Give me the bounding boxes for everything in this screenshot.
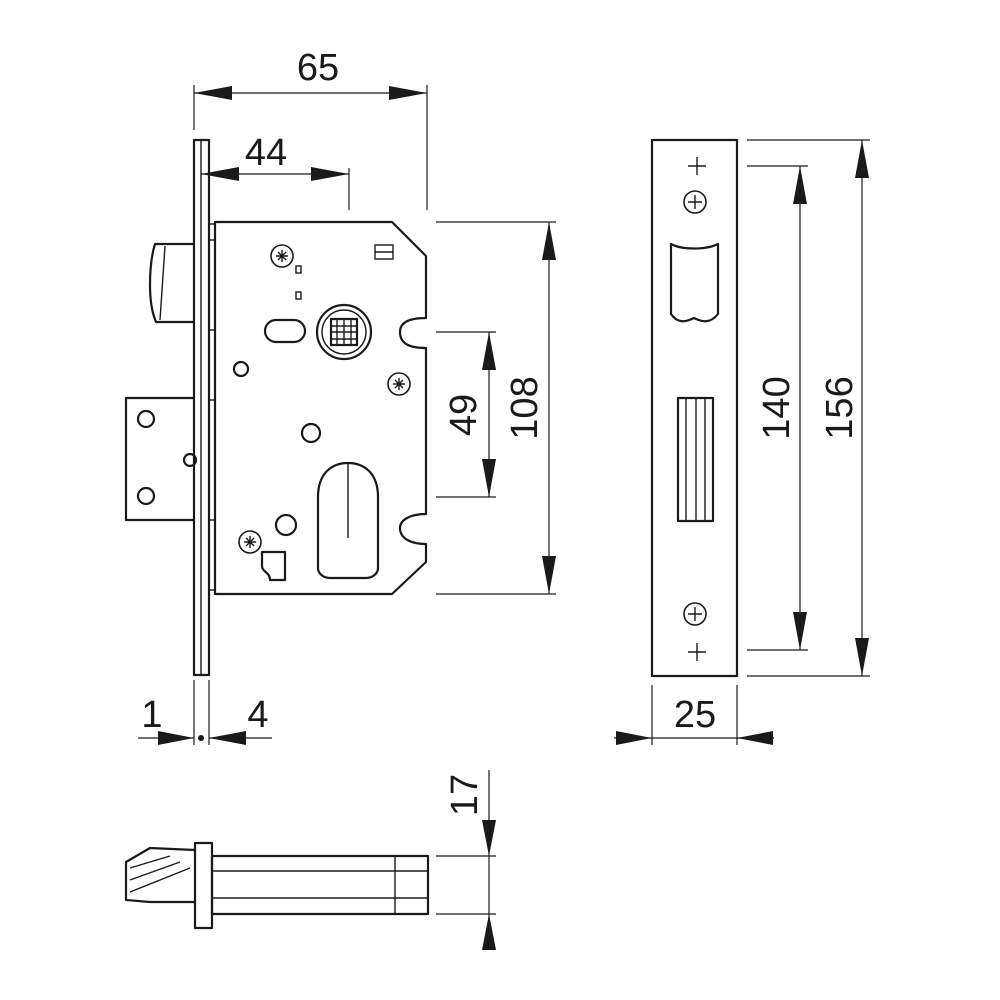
dim-label-108: 108 bbox=[504, 376, 546, 439]
dim-label-156: 156 bbox=[819, 376, 861, 439]
latch-opening bbox=[669, 242, 720, 323]
bottom-case bbox=[210, 854, 430, 916]
front-view-forend bbox=[650, 138, 739, 678]
dimension-labels: 65 44 1 4 25 49 108 140 156 17 bbox=[141, 47, 861, 816]
follower-spindle bbox=[315, 303, 373, 361]
screw-top-icon bbox=[270, 244, 294, 268]
dim-label-44: 44 bbox=[245, 132, 287, 174]
dim-label-4: 4 bbox=[247, 694, 268, 736]
forend-screw-bottom-icon bbox=[683, 602, 707, 626]
forend-face bbox=[650, 138, 739, 678]
dim-label-1: 1 bbox=[141, 694, 162, 736]
forend-screw-top-icon bbox=[683, 190, 707, 214]
dim-label-140: 140 bbox=[756, 376, 798, 439]
side-view bbox=[124, 138, 428, 677]
dimension-lines bbox=[138, 85, 870, 950]
latch-bolt bbox=[148, 242, 196, 324]
screw-mid-icon bbox=[387, 372, 411, 396]
deadbolt bbox=[124, 396, 196, 522]
lock-case bbox=[213, 220, 428, 596]
dim-label-65: 65 bbox=[297, 47, 339, 89]
cylinder-cutout bbox=[316, 461, 380, 580]
bottom-view bbox=[124, 841, 430, 930]
dim-label-49: 49 bbox=[443, 394, 485, 436]
screw-bottom-icon bbox=[238, 530, 262, 554]
dim-label-25: 25 bbox=[674, 694, 716, 736]
dim-label-17: 17 bbox=[444, 774, 486, 816]
